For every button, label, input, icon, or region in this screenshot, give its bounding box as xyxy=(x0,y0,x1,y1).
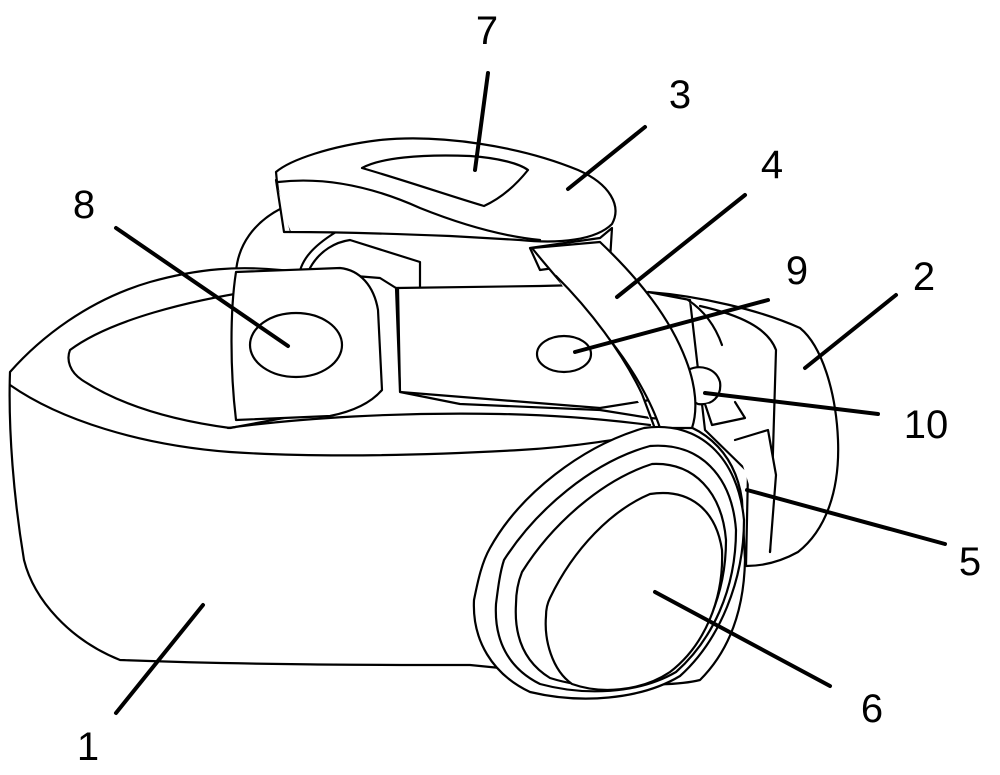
leader-line-8 xyxy=(114,226,290,348)
leader-line-3 xyxy=(566,125,647,191)
leader-line-4 xyxy=(615,193,747,299)
leader-line-7 xyxy=(473,71,490,172)
callout-1: 1 xyxy=(77,725,99,769)
callout-8: 8 xyxy=(73,183,95,227)
left-panel xyxy=(230,266,384,422)
leader-line-1 xyxy=(114,603,205,715)
callout-5: 5 xyxy=(959,540,981,584)
callout-7: 7 xyxy=(476,9,498,53)
callout-4: 4 xyxy=(761,143,783,187)
leader-line-10 xyxy=(703,391,880,416)
leader-line-6 xyxy=(653,590,832,688)
leader-line-5 xyxy=(745,488,947,546)
front-wheel xyxy=(472,425,746,700)
callout-10: 10 xyxy=(904,403,949,447)
callout-2: 2 xyxy=(913,255,935,299)
button-9 xyxy=(535,334,593,374)
callout-3: 3 xyxy=(669,73,691,117)
callout-9: 9 xyxy=(786,249,808,293)
support-arm xyxy=(530,240,697,430)
callout-labels: 1 2 3 4 5 6 7 8 9 10 xyxy=(73,9,981,769)
leader-line-9 xyxy=(573,298,770,354)
leader-lines xyxy=(114,71,947,715)
callout-6: 6 xyxy=(861,687,883,731)
leader-line-2 xyxy=(803,293,898,370)
